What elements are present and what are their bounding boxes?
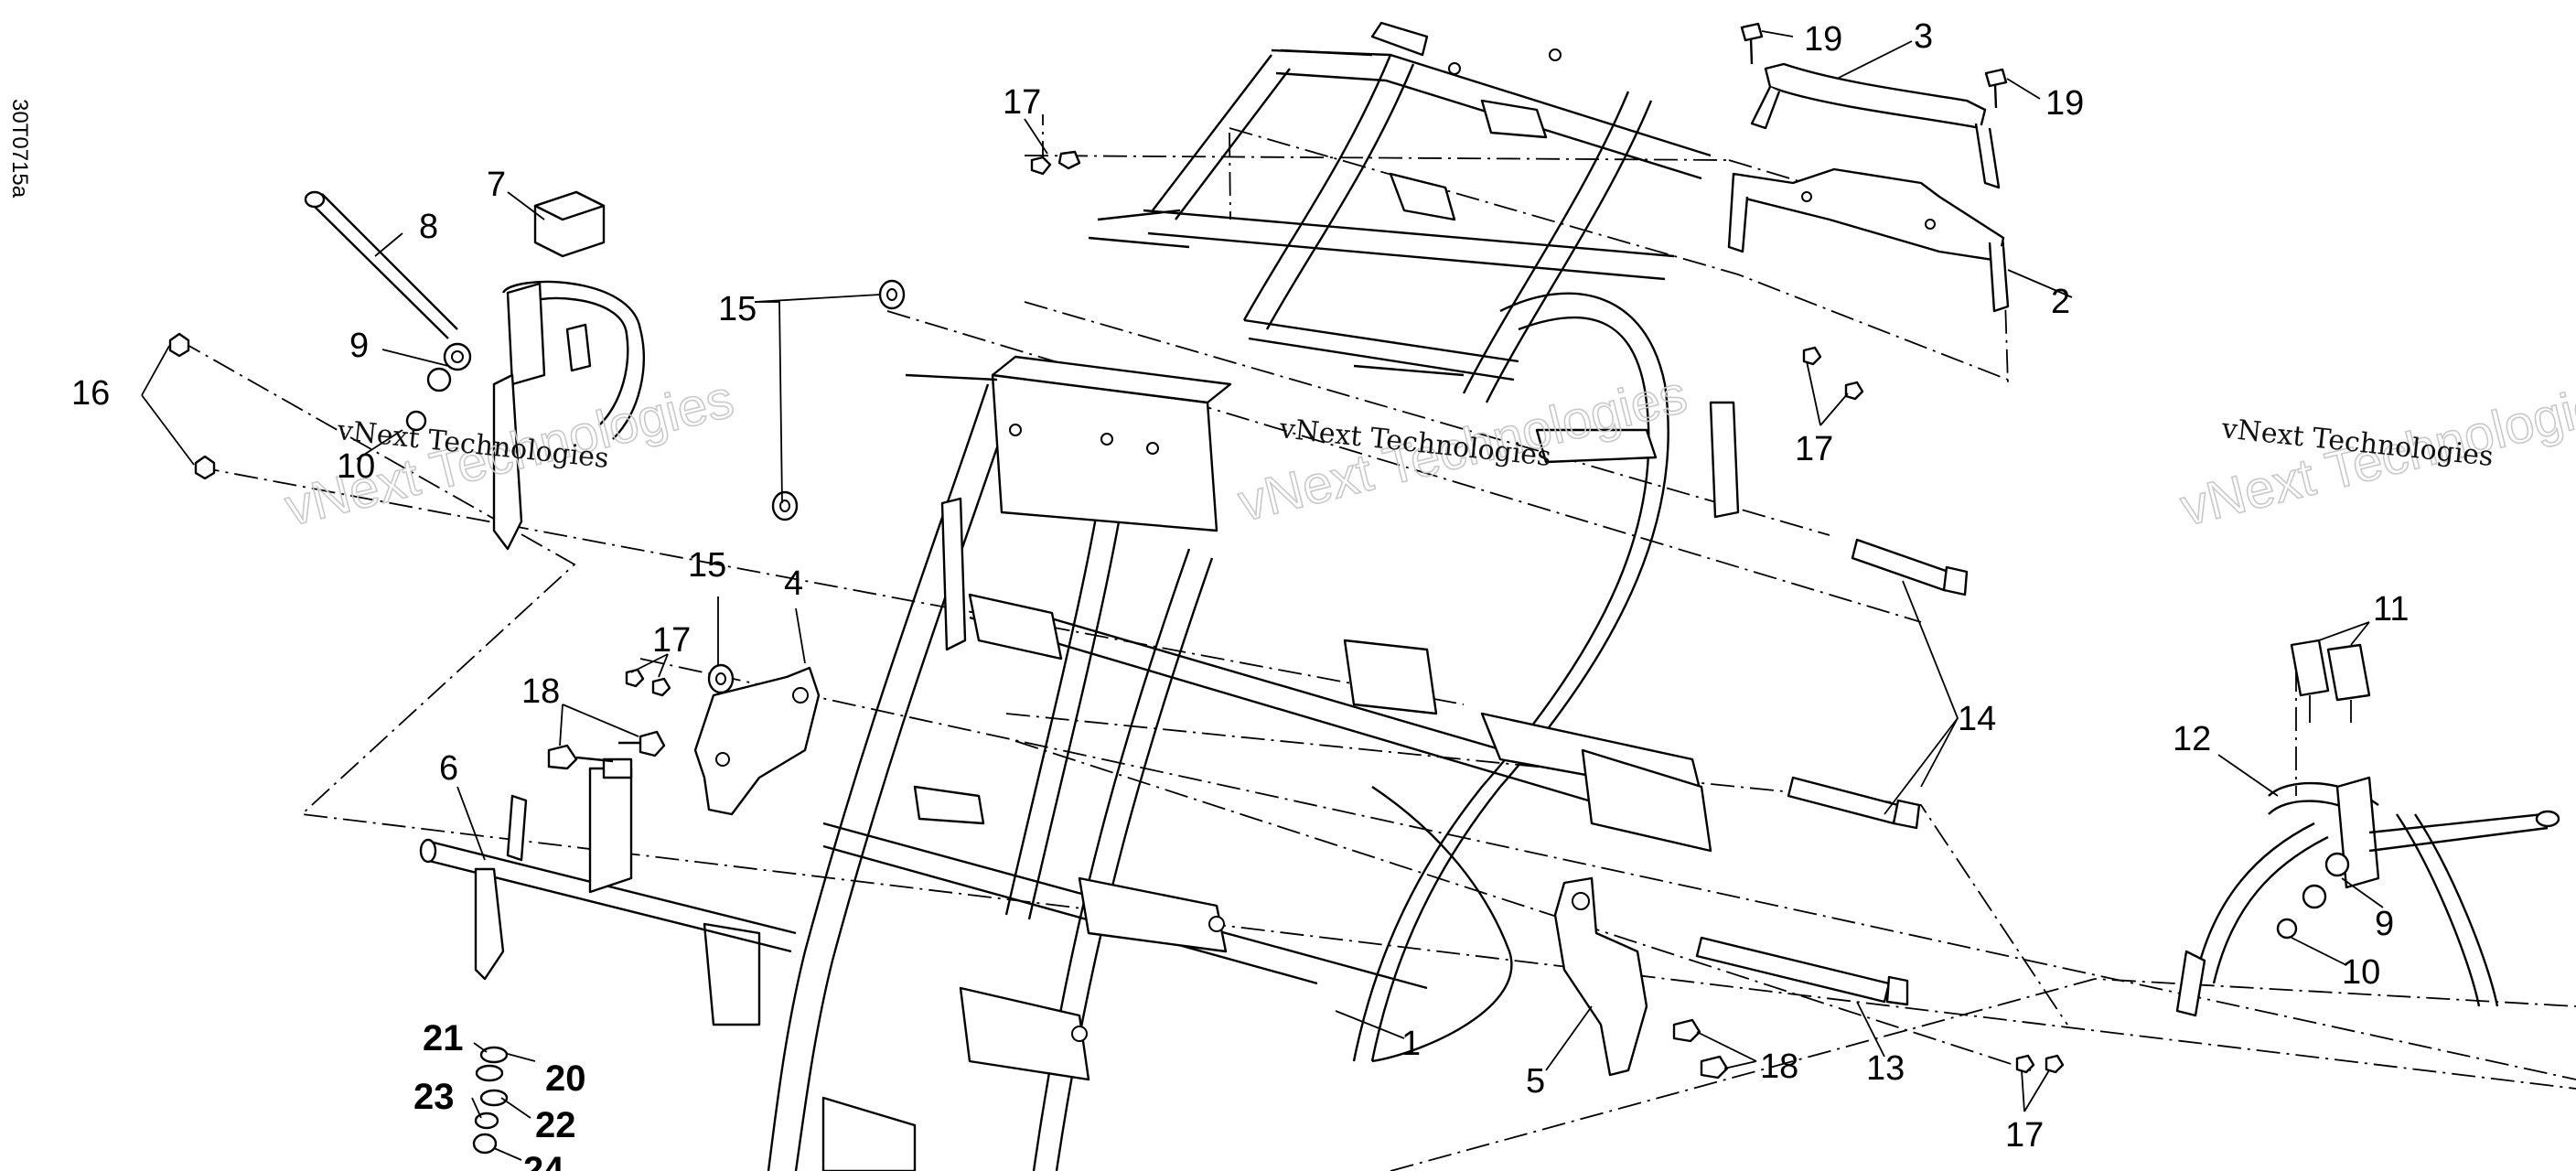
- callout-15-upper: 15: [718, 290, 757, 328]
- support-arm-8: [304, 190, 458, 339]
- callout-1: 1: [1401, 1025, 1421, 1063]
- grommet-9-left: [426, 342, 472, 392]
- callout-13: 13: [1866, 1049, 1905, 1088]
- callout-14: 14: [1958, 700, 1996, 738]
- callout-23: 23: [413, 1077, 455, 1117]
- callout-20: 20: [545, 1058, 586, 1099]
- callout-18-right: 18: [1760, 1047, 1798, 1086]
- bolts-18: [547, 730, 1729, 1080]
- callout-22: 22: [535, 1105, 576, 1145]
- callout-7: 7: [487, 166, 506, 204]
- callout-10-right: 10: [2342, 953, 2380, 992]
- nut-16-lower: [194, 455, 216, 480]
- nut-15-upper: [878, 279, 906, 310]
- callout-9-right: 9: [2375, 905, 2394, 943]
- tube-6: [419, 757, 797, 981]
- callout-labels: 1 2 3 4 5 6 7 8 9 9 10 10 11 12 13 14 15…: [71, 17, 2409, 1171]
- callout-17-right: 17: [1795, 430, 1833, 468]
- grommet-9-right: [2302, 852, 2350, 909]
- bracket-2: [1727, 167, 2010, 313]
- callout-15-lower: 15: [688, 546, 726, 585]
- relays-11: [2290, 639, 2371, 723]
- leader-lines: [141, 30, 2384, 1161]
- callout-9-left: 9: [349, 327, 369, 365]
- screws-19: [1740, 22, 2008, 109]
- nut-15-lower: [707, 663, 735, 694]
- callout-4: 4: [784, 564, 803, 603]
- nut-15-mid: [771, 490, 799, 521]
- callout-5: 5: [1526, 1062, 1545, 1101]
- figure-code: 30T0715a: [7, 99, 32, 199]
- bolt-14-lower: [1787, 776, 1921, 830]
- callout-24: 24: [523, 1150, 564, 1171]
- callout-17-top: 17: [1003, 83, 1041, 122]
- washer-10-right: [2276, 918, 2298, 940]
- callout-12: 12: [2173, 720, 2211, 758]
- callout-17-bottom: 17: [2005, 1116, 2044, 1155]
- callout-19-right: 19: [2045, 84, 2084, 123]
- callout-8: 8: [419, 208, 438, 246]
- callout-19-left: 19: [1804, 20, 1842, 59]
- callout-16: 16: [71, 374, 110, 413]
- callout-3: 3: [1914, 17, 1933, 56]
- left-bracket-loop: [492, 280, 645, 551]
- callout-21: 21: [423, 1018, 464, 1058]
- callout-2: 2: [2051, 283, 2070, 321]
- bracket-3: [1750, 62, 2001, 189]
- washer-10-left: [405, 410, 427, 432]
- relay-7: [533, 190, 606, 258]
- bolt-13: [1695, 936, 1909, 1006]
- callout-6: 6: [439, 749, 458, 788]
- assembly-dash-lines: [178, 114, 2576, 1171]
- hardware-stack: [472, 1046, 509, 1155]
- nut-16-upper: [168, 332, 190, 358]
- callout-11: 11: [2373, 590, 2409, 628]
- callout-18-left: 18: [521, 672, 560, 711]
- bracket-4: [693, 666, 821, 816]
- watermark-right: vNext Technologies vNext Technologies: [2174, 368, 2576, 538]
- callout-10-left: 10: [337, 447, 375, 486]
- main-frame: [703, 21, 1740, 1171]
- bracket-5: [1553, 876, 1648, 1077]
- screws-17: [625, 150, 2065, 1074]
- bolt-14-upper: [1851, 538, 1969, 596]
- callout-17-left: 17: [652, 621, 691, 660]
